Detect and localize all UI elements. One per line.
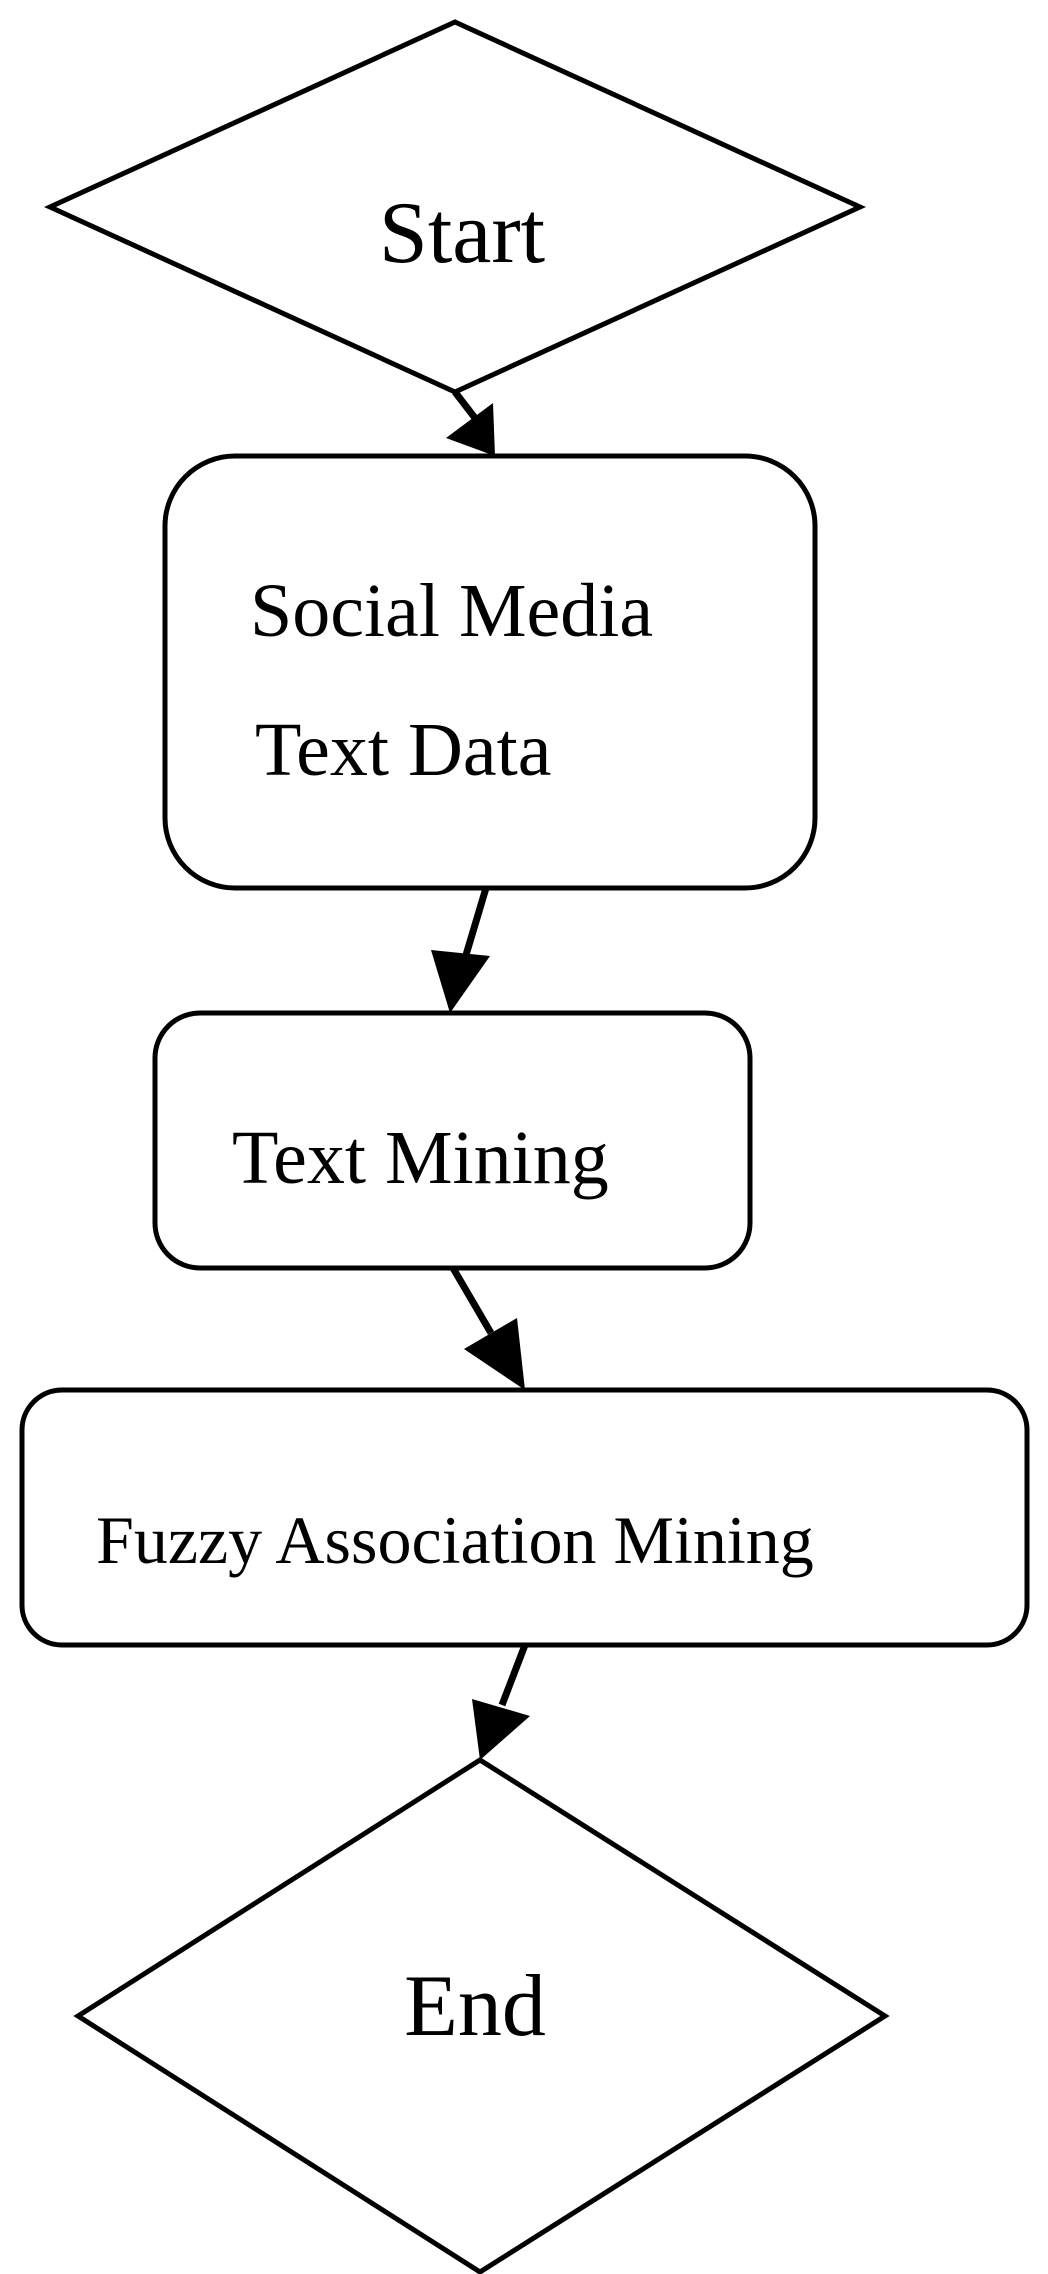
arrow-head xyxy=(472,1699,530,1760)
text-mining-node: Text Mining xyxy=(152,1010,753,1271)
text-mining-label: Text Mining xyxy=(232,1116,609,1200)
social-media-label-line2: Text Data xyxy=(255,708,551,792)
end-node: End xyxy=(73,1757,890,2274)
fuzzy-association-mining-node: Fuzzy Association Mining xyxy=(19,1387,1030,1648)
edge-line xyxy=(462,886,490,957)
edge-line xyxy=(449,1266,495,1335)
social-media-box xyxy=(162,453,818,891)
edge-start-to-social-media xyxy=(446,389,495,456)
end-label: End xyxy=(404,1958,546,2055)
social-media-text-data-node: Social Media Text Data xyxy=(162,453,818,891)
start-node: Start xyxy=(43,19,867,395)
text-mining-box xyxy=(152,1010,753,1271)
edge-text-mining-to-fuzzy xyxy=(449,1266,525,1390)
arrow-head xyxy=(464,1318,525,1390)
edge-line xyxy=(498,1643,529,1707)
fuzzy-label: Fuzzy Association Mining xyxy=(96,1502,814,1578)
start-label: Start xyxy=(379,185,545,282)
arrow-head xyxy=(446,403,495,456)
edge-fuzzy-to-end xyxy=(472,1643,530,1760)
social-media-label-line1: Social Media xyxy=(250,569,653,653)
edge-social-media-to-text-mining xyxy=(431,886,490,1013)
end-diamond xyxy=(73,1757,890,2274)
arrow-head xyxy=(431,950,490,1013)
edge-line xyxy=(452,389,478,421)
